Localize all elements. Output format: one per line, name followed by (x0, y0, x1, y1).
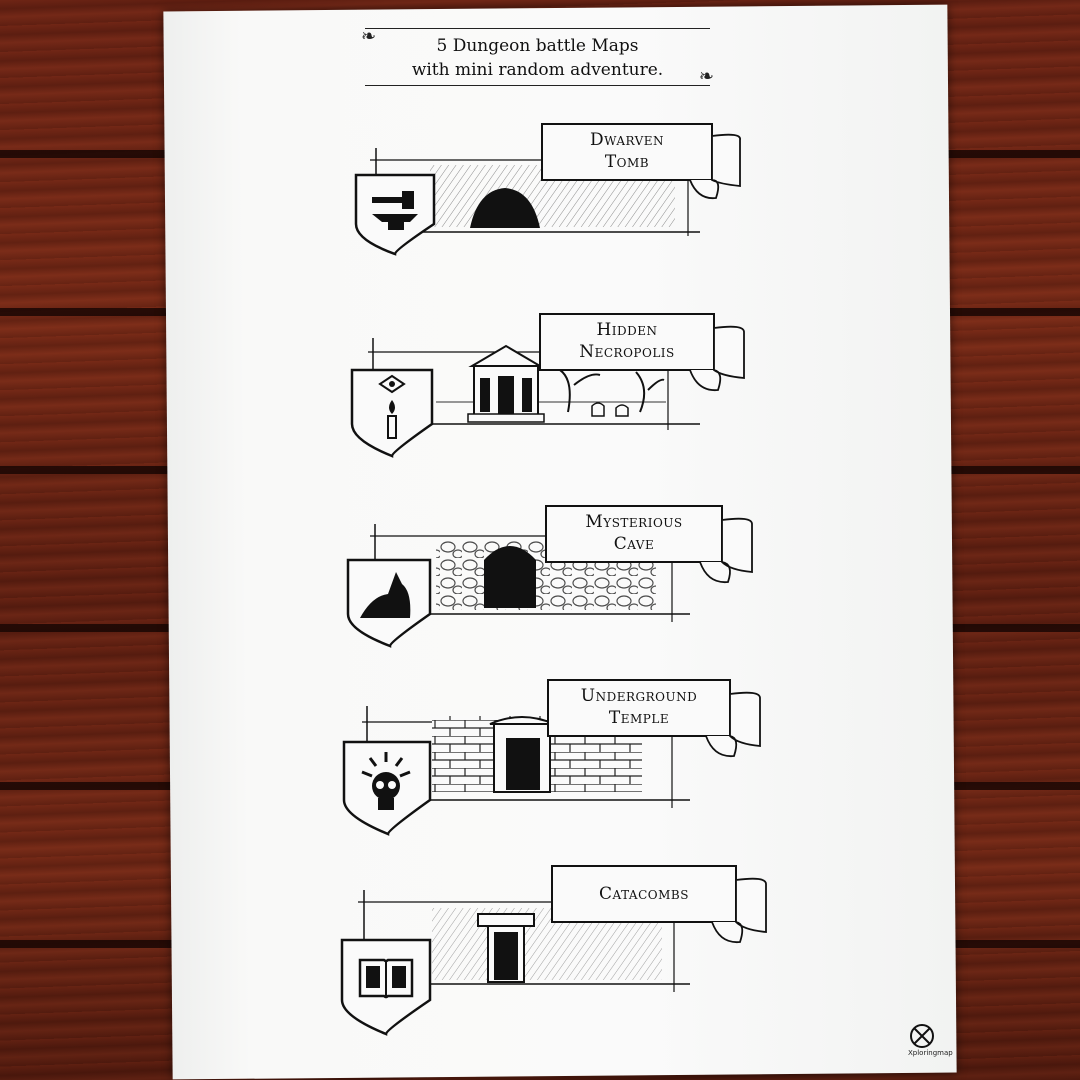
open-book-icon (358, 958, 414, 999)
brand-logo: Xploringmap (908, 1025, 953, 1057)
map-hidden-necropolis (350, 313, 745, 458)
brand-logo-icon (910, 1024, 934, 1048)
map-dwarven-tomb (354, 123, 741, 256)
dead-tree-icon (559, 369, 665, 413)
cave-mouth-icon (470, 188, 540, 228)
map-title-underground-temple: Underground Temple (580, 686, 698, 728)
flourish-icon: ❧ (361, 26, 377, 47)
map-title-hidden-necropolis: Hidden Necropolis (579, 320, 675, 362)
cover-title-line1: 5 Dungeon battle Maps (436, 36, 639, 56)
anvil-hammer-icon (372, 191, 418, 230)
brand-name: Xploringmap (908, 1049, 953, 1057)
map-title-catacombs: Catacombs (599, 884, 689, 904)
mausoleum-icon (467, 344, 545, 423)
howling-wolf-icon (360, 572, 411, 618)
map-title-mysterious-cave: Mysterious Cave (585, 512, 683, 554)
eye-candle-icon (378, 374, 406, 439)
cover-title-line2: with mini random adventure. (411, 60, 664, 80)
flourish-icon: ❧ (698, 66, 714, 87)
cave-entrance-icon (484, 546, 536, 608)
map-mysterious-cave (346, 505, 753, 648)
radiant-skull-icon (361, 752, 411, 810)
temple-doorway-icon (489, 716, 555, 793)
map-catacombs (340, 865, 767, 1036)
cover-title-banner: ❧ 5 Dungeon battle Maps with mini random… (361, 26, 714, 87)
map-title-dwarven-tomb: Dwarven Tomb (589, 130, 665, 172)
crypt-entrance-icon (477, 913, 535, 983)
gravestone-icon (591, 402, 629, 417)
map-underground-temple (342, 679, 761, 836)
